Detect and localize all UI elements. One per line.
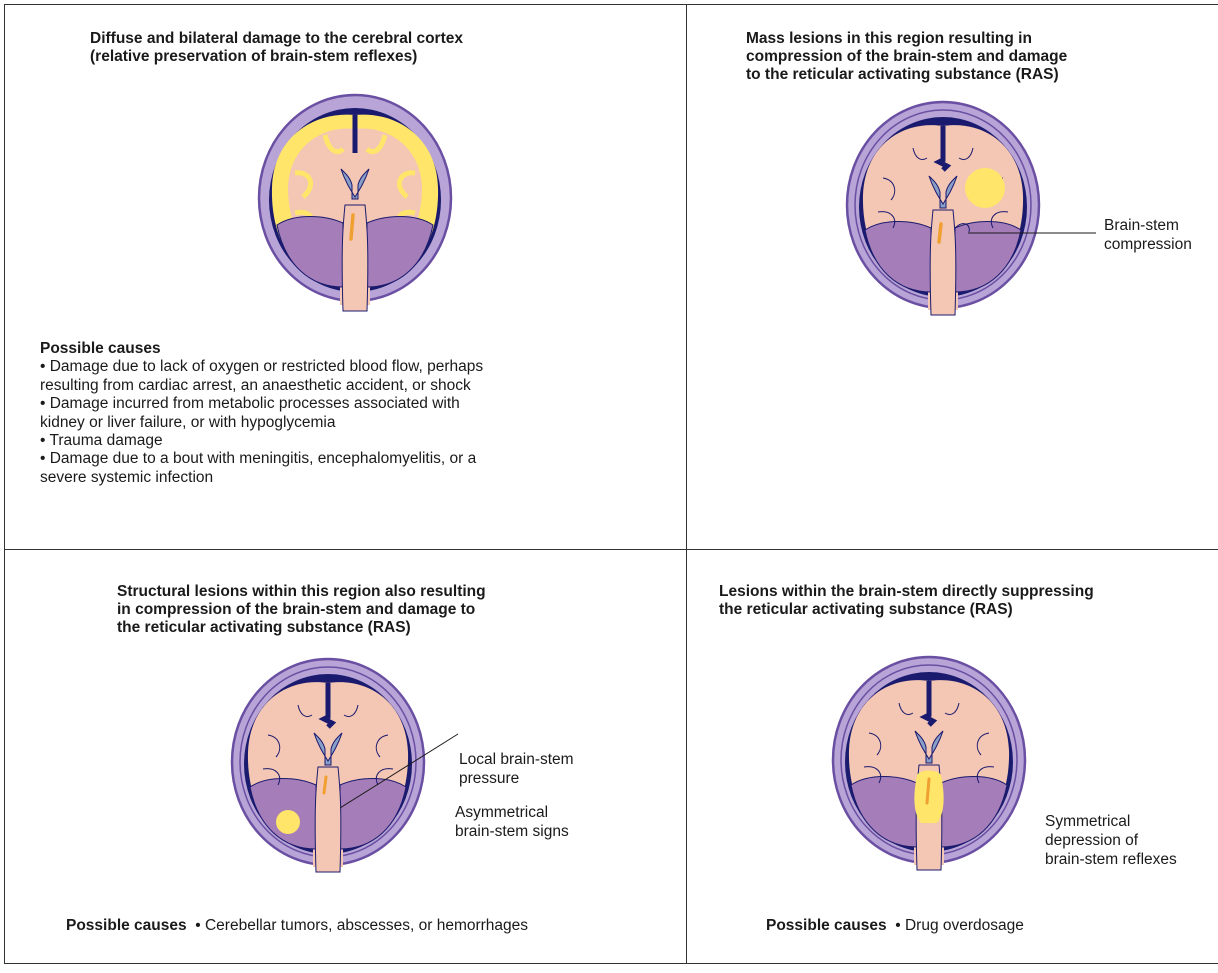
- causes-heading: Possible causes: [66, 917, 187, 934]
- causes-line: severe systemic infection: [40, 469, 640, 487]
- causes-text: • Cerebellar tumors, abscesses, or hemor…: [195, 917, 528, 934]
- label-line: depression of: [1045, 831, 1177, 850]
- panel-1-title-line: (relative preservation of brain-stem ref…: [90, 48, 610, 66]
- panel-1-title: Diffuse and bilateral damage to the cere…: [90, 30, 610, 66]
- label-line: brain-stem signs: [455, 822, 569, 841]
- label-line: brain-stem reflexes: [1045, 850, 1177, 869]
- panel-4-title: Lesions within the brain-stem directly s…: [719, 583, 1199, 619]
- brain-stem-compression-label: Brain-stem compression: [1104, 216, 1192, 254]
- panel-3-title: Structural lesions within this region al…: [117, 583, 587, 637]
- diffuse-cortex-damage-brain: [255, 93, 455, 318]
- panel-4-title-line: Lesions within the brain-stem directly s…: [719, 583, 1199, 601]
- panel-4-possible-causes: Possible causes • Drug overdosage: [766, 917, 1024, 935]
- panel-4-title-line: the reticular activating substance (RAS): [719, 601, 1199, 619]
- panel-2-title-line: Mass lesions in this region resulting in: [746, 30, 1196, 48]
- panel-divider-horizontal: [4, 549, 1218, 550]
- mass-lesion-brain: [843, 100, 1043, 325]
- causes-text: • Drug overdosage: [895, 917, 1024, 934]
- asymmetrical-signs-label: Asymmetrical brain-stem signs: [455, 803, 569, 841]
- local-pressure-leader: [340, 730, 470, 810]
- causes-line: • Damage due to lack of oxygen or restri…: [40, 358, 640, 376]
- causes-heading: Possible causes: [40, 340, 640, 358]
- label-line: compression: [1104, 235, 1192, 254]
- causes-line: resulting from cardiac arrest, an anaest…: [40, 377, 640, 395]
- local-brain-stem-pressure-label: Local brain-stem pressure: [459, 750, 574, 788]
- causes-line: • Trauma damage: [40, 432, 640, 450]
- panel-3-possible-causes: Possible causes • Cerebellar tumors, abs…: [66, 917, 528, 935]
- panel-2-title-line: to the reticular activating substance (R…: [746, 66, 1196, 84]
- label-line: pressure: [459, 769, 574, 788]
- label-line: Asymmetrical: [455, 803, 569, 822]
- symmetrical-depression-label: Symmetrical depression of brain-stem ref…: [1045, 812, 1177, 869]
- causes-heading: Possible causes: [766, 917, 887, 934]
- label-line: Local brain-stem: [459, 750, 574, 769]
- causes-line: kidney or liver failure, or with hypogly…: [40, 414, 640, 432]
- panel-1-title-line: Diffuse and bilateral damage to the cere…: [90, 30, 610, 48]
- causes-line: • Damage due to a bout with meningitis, …: [40, 450, 640, 468]
- panel-3-title-line: Structural lesions within this region al…: [117, 583, 587, 601]
- panel-1-possible-causes: Possible causes • Damage due to lack of …: [40, 340, 640, 487]
- label-line: Symmetrical: [1045, 812, 1177, 831]
- brain-stem-lesion-brain: [829, 655, 1029, 880]
- panel-3-title-line: the reticular activating substance (RAS): [117, 619, 587, 637]
- brain-stem-compression-leader: [968, 225, 1098, 245]
- panel-divider-vertical: [686, 4, 687, 964]
- panel-2-title: Mass lesions in this region resulting in…: [746, 30, 1196, 84]
- label-line: Brain-stem: [1104, 216, 1192, 235]
- causes-line: • Damage incurred from metabolic process…: [40, 395, 640, 413]
- panel-2-title-line: compression of the brain-stem and damage: [746, 48, 1196, 66]
- panel-3-title-line: in compression of the brain-stem and dam…: [117, 601, 587, 619]
